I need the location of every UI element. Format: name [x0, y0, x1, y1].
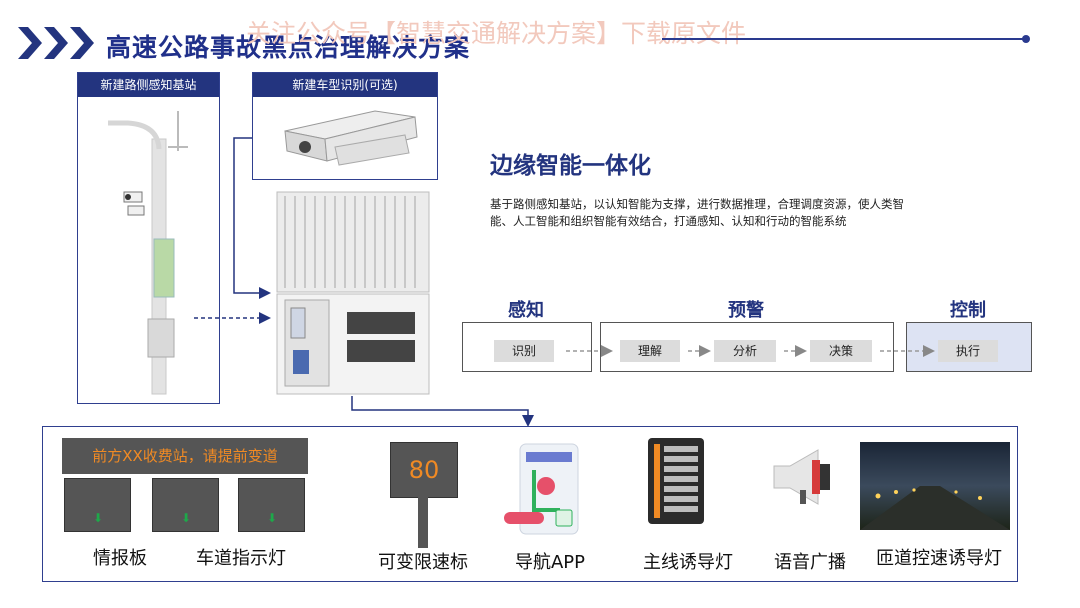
- mainline-light-label: 主线诱导灯: [643, 552, 733, 573]
- edge-description-line1: 基于路侧感知基站，以认知智能为支撑，进行数据推理，合理调度资源，使人类智: [490, 197, 904, 211]
- chevrons-icon: [18, 27, 94, 59]
- title-divider: [662, 38, 1026, 40]
- warning-title: 预警: [728, 300, 764, 321]
- vehicle-recognition-header: 新建车型识别(可选): [253, 73, 437, 97]
- devices-panel: [42, 426, 1018, 582]
- roadside-station-header: 新建路侧感知基站: [78, 73, 219, 97]
- variable-speed-label: 可变限速标: [378, 552, 468, 573]
- info-board: 前方XX收费站，请提前变道: [62, 438, 308, 474]
- perception-title: 感知: [508, 300, 544, 321]
- edge-heading: 边缘智能一体化: [490, 153, 651, 179]
- camera-image: [284, 110, 418, 166]
- step-analyze: 分析: [714, 340, 776, 362]
- lane-light-label: 车道指示灯: [196, 548, 286, 569]
- vehicle-recognition-panel: 新建车型识别(可选): [252, 72, 438, 180]
- nav-app-label: 导航APP: [514, 552, 586, 573]
- control-title: 控制: [950, 300, 986, 321]
- speed-sign-pole: [418, 496, 428, 548]
- lane-light-2: ⬇: [152, 478, 219, 532]
- down-arrow-icon: ⬇: [93, 511, 104, 525]
- title-divider-dot: [1022, 35, 1030, 43]
- loudspeaker-icon: [773, 449, 830, 505]
- down-arrow-icon: ⬇: [267, 511, 278, 525]
- roadside-pole-image: [108, 111, 188, 395]
- lane-light-3: ⬇: [238, 478, 305, 532]
- mainline-guide-light-image: [648, 438, 704, 524]
- step-execute: 执行: [938, 340, 998, 362]
- step-recognize: 识别: [494, 340, 554, 362]
- info-board-label: 情报板: [93, 548, 147, 569]
- page-title: 高速公路事故黑点治理解决方案: [106, 33, 471, 62]
- info-board-message: 前方XX收费站，请提前变道: [92, 447, 278, 465]
- roadside-station-panel: 新建路侧感知基站: [77, 72, 220, 404]
- watermark-text: 关注公众号【智慧交通解决方案】下载原文件: [246, 19, 747, 48]
- voice-broadcast-label: 语音广播: [774, 552, 846, 573]
- ramp-road-photo: [860, 442, 1010, 530]
- step-understand: 理解: [620, 340, 680, 362]
- edge-description-line2: 能、人工智能和组织智能有效结合，打通感知、认知和行动的智能系统: [490, 214, 847, 228]
- lane-light-1: ⬇: [64, 478, 131, 532]
- down-arrow-icon: ⬇: [181, 511, 192, 525]
- step-decide: 决策: [810, 340, 872, 362]
- speed-limit-sign: 80: [390, 442, 458, 498]
- edge-computing-box-image: [276, 191, 430, 395]
- ramp-light-label: 匝道控速诱导灯: [876, 548, 1002, 569]
- navigation-app-image: [504, 443, 579, 535]
- speed-limit-value: 80: [408, 456, 440, 484]
